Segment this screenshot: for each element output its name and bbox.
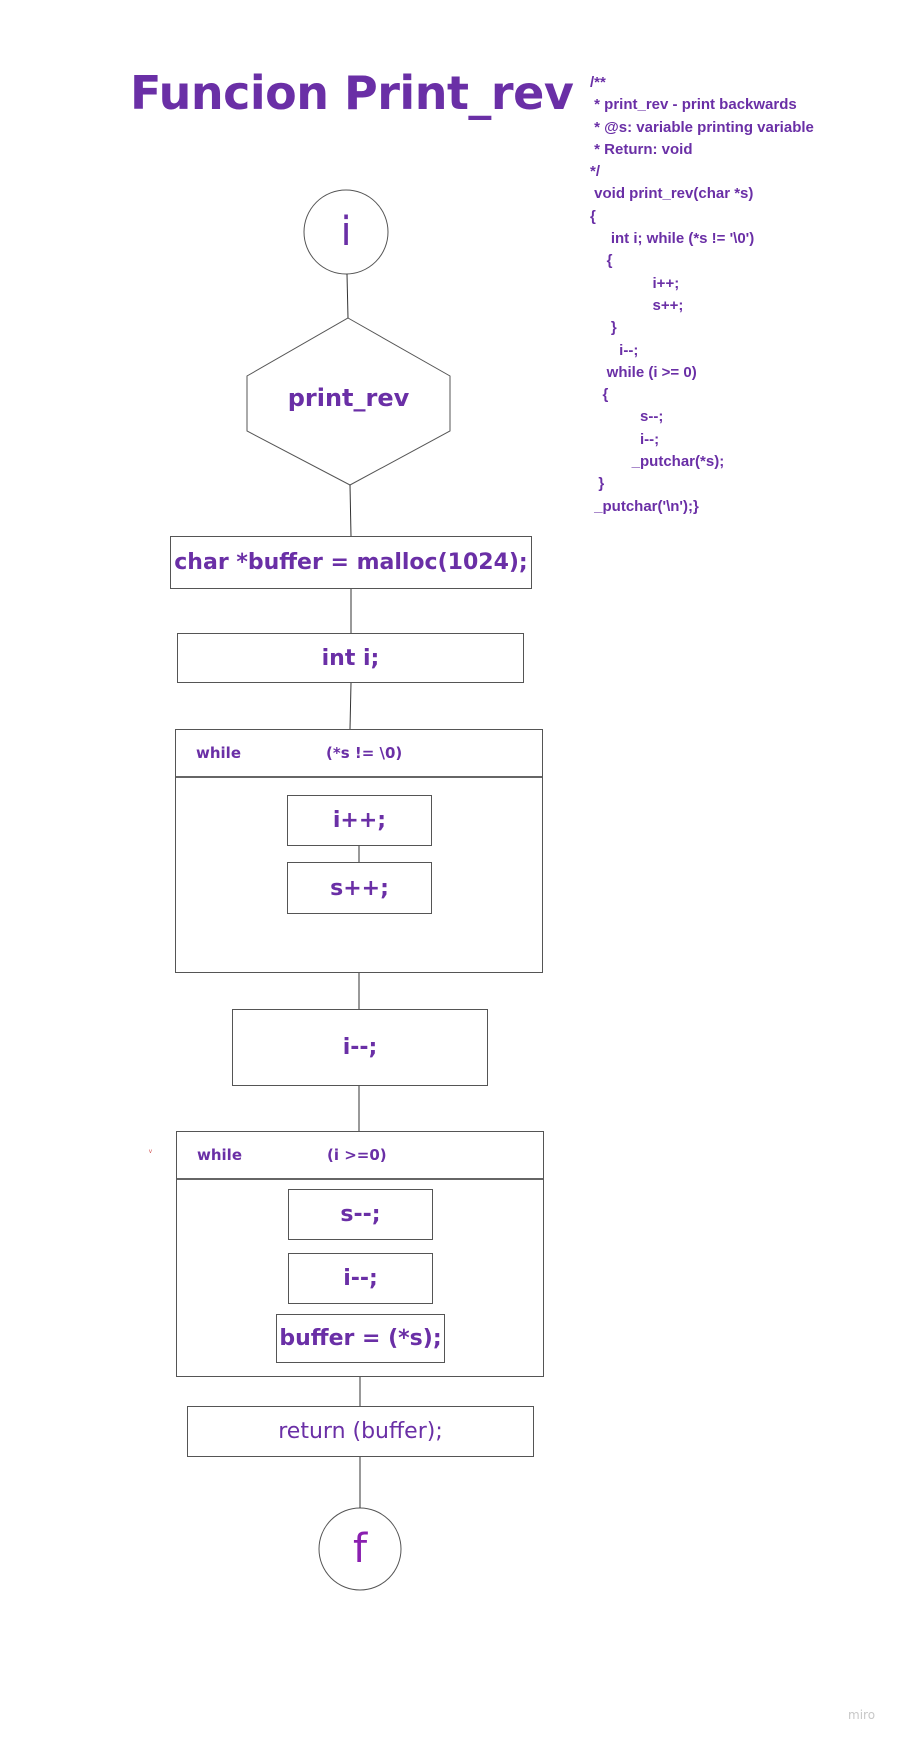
diagram-title: Funcion Print_rev (130, 66, 574, 120)
while-loop-2-header: while (i >=0) (177, 1132, 543, 1180)
code-listing: /** * print_rev - print backwards * @s: … (590, 72, 814, 518)
loop2-body-label: buffer = (*s); (279, 1326, 442, 1351)
decrement-step: i--; (232, 1009, 488, 1086)
declare-i-label: int i; (321, 645, 380, 671)
buffer-alloc-label: char *buffer = malloc(1024); (174, 550, 528, 575)
loop1-body-label: i++; (332, 808, 387, 833)
watermark: miro (848, 1708, 876, 1722)
loop2-body-step: buffer = (*s); (276, 1314, 445, 1363)
while-loop-2-keyword: while (197, 1146, 242, 1164)
code-line: } (590, 319, 617, 337)
function-name-label: print_rev (287, 384, 410, 412)
while-loop-1: while (*s != \0) (175, 729, 543, 973)
code-line: s++; (590, 296, 684, 314)
code-line: i++; (590, 274, 680, 292)
code-line: s--; (590, 408, 664, 426)
stray-mark: ᵛ (149, 1147, 152, 1157)
code-line: _putchar(*s); (590, 453, 725, 471)
connector-hexagon-buffer (349, 484, 352, 537)
connector-decl-loop1 (349, 682, 352, 730)
start-label: i (340, 209, 352, 255)
decrement-label: i--; (342, 1035, 378, 1060)
start-terminator (303, 189, 389, 275)
code-line: { (590, 207, 596, 225)
code-line: i--; (590, 430, 660, 448)
code-line: * Return: void (590, 140, 693, 158)
code-line: while (i >= 0) (590, 363, 697, 381)
loop1-body-step: s++; (287, 862, 432, 914)
code-line: void print_rev(char *s) (590, 185, 754, 203)
code-line: * print_rev - print backwards (590, 96, 797, 114)
code-line: i--; (590, 341, 639, 359)
while-loop-2: while (i >=0) (176, 1131, 544, 1377)
loop2-body-label: i--; (343, 1266, 378, 1291)
return-step: return (buffer); (187, 1406, 534, 1457)
code-line: _putchar('\n');} (590, 497, 699, 515)
loop2-body-label: s--; (340, 1202, 381, 1227)
loop1-body-label: s++; (330, 875, 389, 901)
code-line: { (590, 386, 609, 404)
connector-start-hexagon (346, 273, 349, 319)
code-line: } (590, 475, 605, 493)
loop2-body-step: i--; (288, 1253, 433, 1304)
code-line: */ (590, 163, 601, 181)
loop2-body-step: s--; (288, 1189, 433, 1240)
loop1-body-step: i++; (287, 795, 432, 846)
while-loop-1-header: while (*s != \0) (176, 730, 542, 778)
end-label: f (352, 1526, 368, 1572)
code-line: { (590, 252, 613, 270)
code-line: /** (590, 74, 606, 91)
code-line: * @s: variable printing variable (590, 118, 814, 136)
while-loop-1-keyword: while (196, 744, 241, 762)
while-loop-1-condition: (*s != \0) (326, 744, 403, 762)
while-loop-2-condition: (i >=0) (327, 1146, 387, 1164)
buffer-alloc-step: char *buffer = malloc(1024); (170, 536, 532, 589)
declare-i-step: int i; (177, 633, 524, 683)
code-line: int i; while (*s != '\0') (590, 230, 755, 248)
return-label: return (buffer); (278, 1419, 443, 1444)
